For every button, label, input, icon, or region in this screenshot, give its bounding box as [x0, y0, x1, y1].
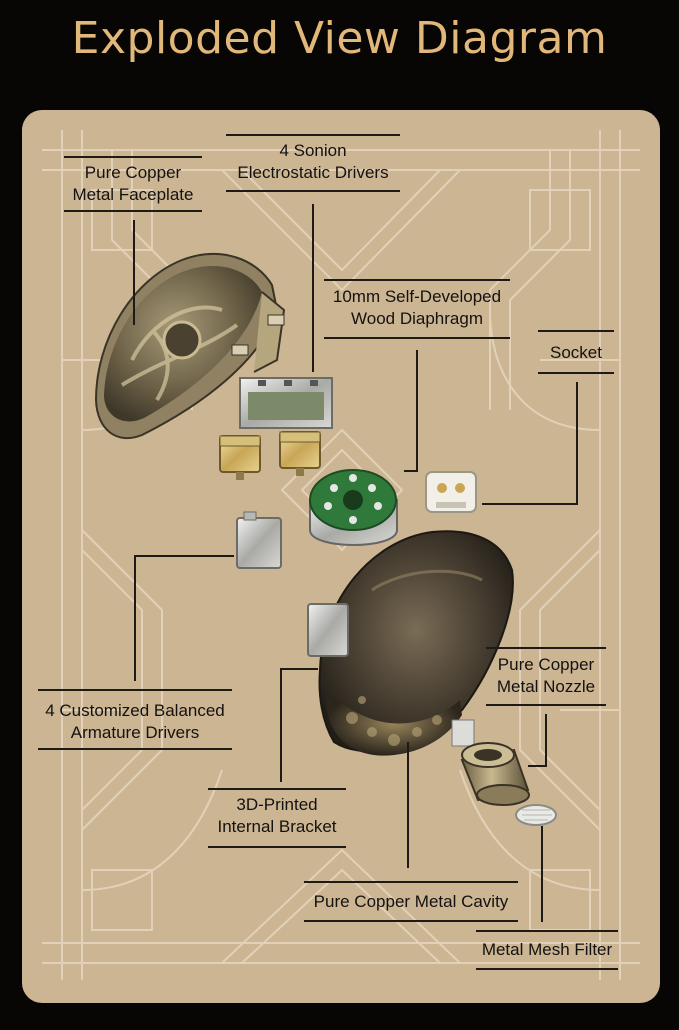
armature-label-line2: Armature Drivers — [70, 723, 200, 742]
nozzle-leader-v — [545, 714, 547, 766]
cavity-label: Pure Copper Metal Cavity — [298, 891, 524, 913]
armature-rule-top — [38, 689, 232, 691]
socket-part — [425, 471, 477, 513]
bracket-part — [307, 603, 349, 657]
armature-rule-bottom — [38, 748, 232, 750]
filter-label: Metal Mesh Filter — [470, 939, 624, 961]
socket-label-text: Socket — [550, 343, 602, 362]
wood-leader-h — [404, 470, 418, 472]
wood-rule-top — [324, 279, 510, 281]
armature-leader-v — [134, 555, 136, 681]
wood-label-line2: Wood Diaphragm — [351, 309, 483, 328]
armature-label-line1: 4 Customized Balanced — [45, 701, 225, 720]
mesh-filter-part — [515, 804, 557, 826]
bracket-leader-v — [280, 668, 282, 782]
filter-rule-bottom — [476, 968, 618, 970]
bracket-rule-top — [208, 788, 346, 790]
sonion-label-line1: 4 Sonion — [279, 141, 347, 160]
faceplate-leader — [133, 220, 135, 325]
cavity-label-text: Pure Copper Metal Cavity — [313, 892, 509, 911]
socket-leader-v — [576, 382, 578, 504]
socket-leader-h — [482, 503, 578, 505]
sonion-label-line2: Electrostatic Drivers — [237, 163, 389, 182]
bracket-label-line2: Internal Bracket — [217, 817, 337, 836]
filter-label-text: Metal Mesh Filter — [481, 940, 613, 959]
electrostatic-driver-part — [239, 377, 333, 429]
nozzle-label-line2: Metal Nozzle — [496, 677, 596, 696]
nozzle-rule-top — [486, 647, 606, 649]
page-title: Exploded View Diagram — [71, 13, 608, 64]
faceplate-part — [94, 253, 286, 440]
gold-armature-part — [219, 431, 321, 480]
filter-rule-top — [476, 930, 618, 932]
filter-leader — [541, 826, 543, 922]
bracket-label: 3D-Printed Internal Bracket — [202, 794, 352, 838]
cavity-rule-bottom — [304, 920, 518, 922]
nozzle-leader-h — [528, 765, 547, 767]
faceplate-label: Pure Copper Metal Faceplate — [58, 162, 208, 206]
wood-rule-bottom — [324, 337, 510, 339]
cavity-leader — [407, 742, 409, 868]
nozzle-part — [460, 742, 530, 806]
socket-rule-top — [538, 330, 614, 332]
cavity-rule-top — [304, 881, 518, 883]
sonion-label: 4 Sonion Electrostatic Drivers — [220, 140, 406, 184]
sonion-leader — [312, 204, 314, 372]
armature-leader-h — [134, 555, 234, 557]
bracket-leader-h — [280, 668, 318, 670]
dynamic-driver-part — [309, 469, 398, 546]
wood-label: 10mm Self-Developed Wood Diaphragm — [318, 286, 516, 330]
silver-armature-part — [236, 511, 282, 569]
nozzle-rule-bottom — [486, 704, 606, 706]
diagram-panel: Pure Copper Metal Faceplate 4 Sonion Ele… — [22, 110, 660, 1003]
faceplate-rule-bottom — [64, 210, 202, 212]
bracket-rule-bottom — [208, 846, 346, 848]
armature-label: 4 Customized Balanced Armature Drivers — [32, 700, 238, 744]
nozzle-label-line1: Pure Copper — [497, 655, 595, 674]
deco-pattern — [42, 130, 640, 980]
bracket-label-line1: 3D-Printed — [236, 795, 318, 814]
cavity-part — [318, 530, 514, 756]
nozzle-label: Pure Copper Metal Nozzle — [480, 654, 612, 698]
wood-leader-v — [416, 350, 418, 470]
socket-rule-bottom — [538, 372, 614, 374]
wood-label-line1: 10mm Self-Developed — [332, 287, 502, 306]
faceplate-label-line1: Pure Copper — [84, 163, 182, 182]
faceplate-label-line2: Metal Faceplate — [72, 185, 194, 204]
socket-label: Socket — [532, 342, 620, 364]
sonion-rule-bottom — [226, 190, 400, 192]
diagram-artwork — [42, 130, 640, 980]
sonion-rule-top — [226, 134, 400, 136]
faceplate-rule-top — [64, 156, 202, 158]
